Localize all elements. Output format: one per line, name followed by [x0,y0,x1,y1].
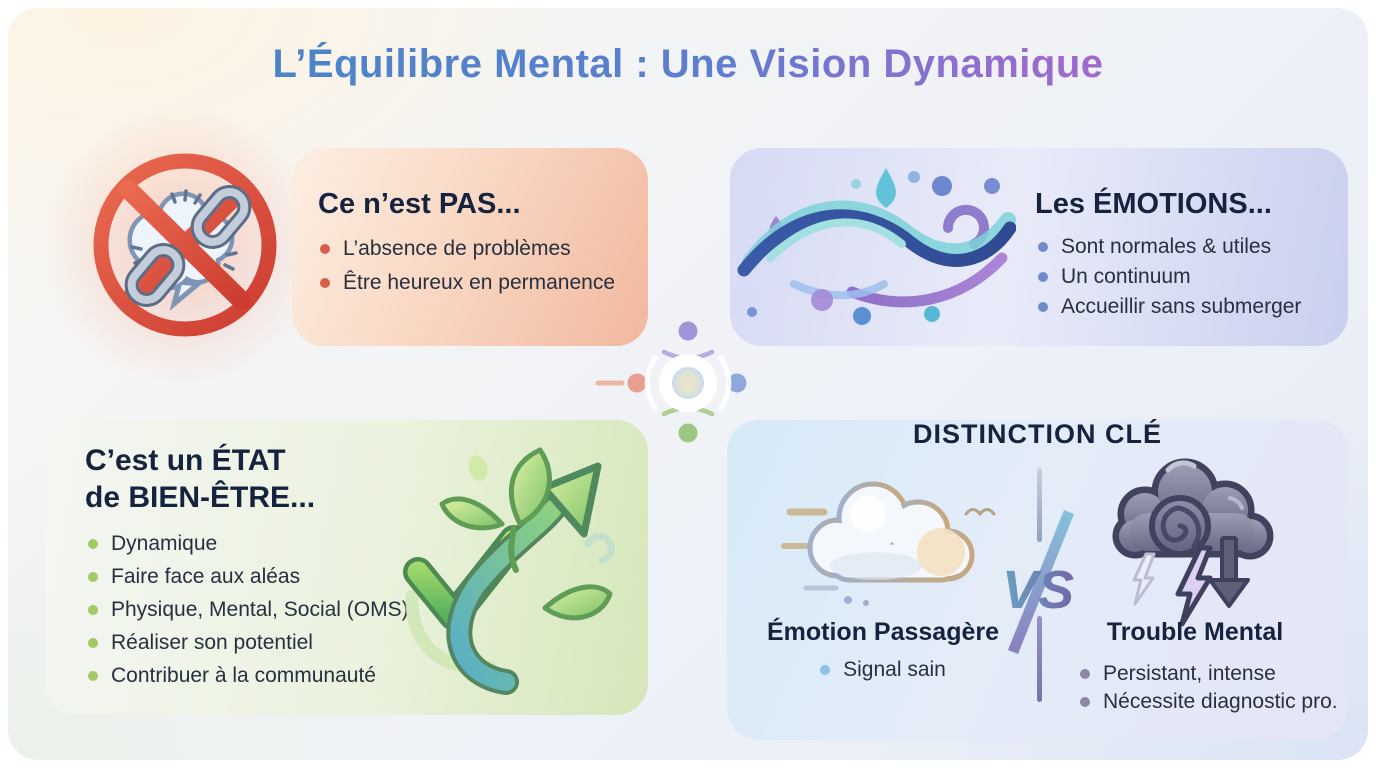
heading-not: Ce n’est PAS... [318,188,521,220]
vs-label: VS [1002,560,1074,620]
divider-line-bottom [1037,616,1042,702]
list-item: Un continuum [1038,264,1301,290]
no-broken-chain-icon [93,153,277,337]
bullet-dot [88,671,98,681]
bullet-dot [88,638,98,648]
bullet-dot [320,278,330,288]
divider-line-top [1037,468,1042,542]
heading-trouble-mental: Trouble Mental [1106,618,1284,646]
center-connector-ornament [595,147,1065,655]
list-item: Signal sain [820,658,946,682]
bullet-dot [1038,302,1048,312]
page-title: L’Équilibre Mental : Une Vision Dynamiqu… [0,42,1376,87]
list-item: Contribuer à la communauté [88,664,409,688]
heading-emotions: Les ÉMOTIONS... [1035,188,1272,220]
bullet-dot [1038,272,1048,282]
page-title-purple-part: Dynamique [883,42,1104,86]
bullet-dot [88,605,98,615]
list-item: Réaliser son potentiel [88,631,409,655]
list-trouble-mental: Persistant, intense Nécessite diagnostic… [1080,662,1338,718]
list-wellbeing: Dynamique Faire face aux aléas Physique,… [88,532,409,697]
bullet-dot [1080,669,1090,679]
vs-divider: VS [1002,510,1074,654]
card-not [292,148,648,346]
bullet-dot [1080,697,1090,707]
list-item: Sont normales & utiles [1038,234,1301,260]
list-item: L’absence de problèmes [320,236,615,262]
list-item: Dynamique [88,532,409,556]
storm-cloud-icon [1112,458,1274,627]
heading-distinction: DISTINCTION CLÉ [913,419,1162,449]
list-item: Accueillir sans submerger [1038,294,1301,320]
light-cloud-icon [781,481,996,606]
list-item: Nécessite diagnostic pro. [1080,690,1338,714]
page-title-blue-part: L’Équilibre Mental : Une Vision [272,42,872,86]
bullet-dot [320,244,330,254]
list-item: Faire face aux aléas [88,565,409,589]
bullet-dot [1038,242,1048,252]
list-emotion-passagere: Signal sain [756,658,1010,682]
wave-icon [737,168,1016,325]
bullet-dot [88,539,98,549]
bullet-dot [820,665,831,675]
list-item: Être heureux en permanence [320,270,615,296]
growth-check-icon [403,447,615,695]
heading-emotion-passagere: Émotion Passagère [766,618,1000,646]
list-emotions: Sont normales & utiles Un continuum Accu… [1038,234,1301,324]
bullet-dot [88,572,98,582]
list-item: Persistant, intense [1080,662,1338,686]
list-item: Physique, Mental, Social (OMS) [88,598,409,622]
list-not: L’absence de problèmes Être heureux en p… [320,236,615,304]
